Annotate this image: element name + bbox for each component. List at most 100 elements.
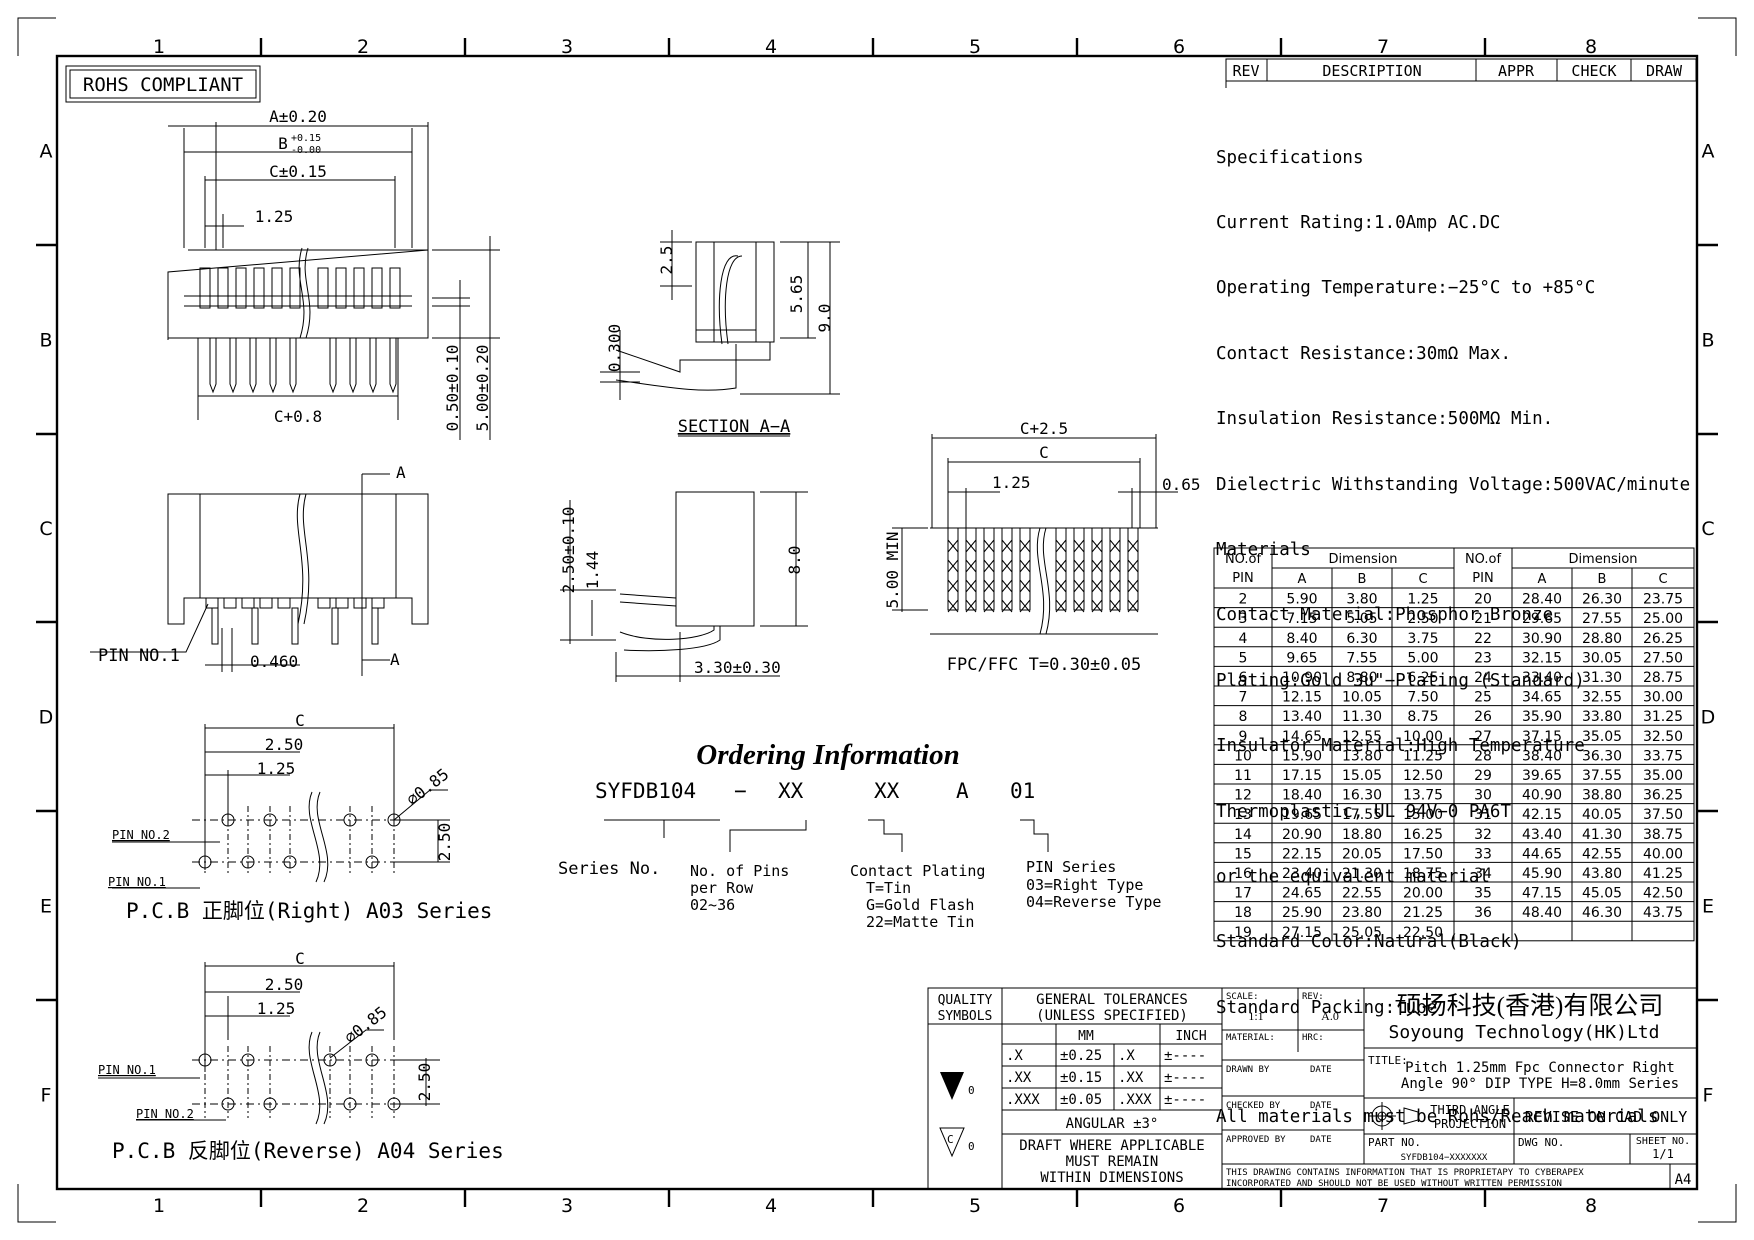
- zone-row-label: B: [39, 330, 52, 352]
- fpc-pad-cross: [1019, 559, 1031, 573]
- table-cell: 30: [1474, 788, 1492, 804]
- drawn-date: DATE: [1310, 1065, 1332, 1075]
- fpc-pad-cross: [983, 559, 995, 573]
- zone-col-label: 3: [561, 1195, 573, 1217]
- fpc-pad-cross: [1001, 559, 1013, 573]
- draw-header: DRAW: [1646, 62, 1683, 80]
- table-cell: 7.55: [1346, 650, 1377, 666]
- fpc-pad-cross: [947, 539, 959, 553]
- table-cell: 38.40: [1522, 748, 1562, 764]
- side-view: 2.50±0.10 1.44 8.0 3.30±0.30: [559, 491, 808, 682]
- break-line: [308, 1031, 329, 1125]
- table-cell: 17.15: [1282, 768, 1322, 784]
- table-cell: 16: [1234, 866, 1252, 882]
- pins-line-1: No. of Pins: [690, 862, 789, 880]
- front-pin: [211, 607, 219, 645]
- fpc-pad-cross: [1055, 579, 1067, 593]
- series-no: Series No.: [558, 859, 660, 879]
- solder-pin: [369, 338, 377, 394]
- table-cell: 42.15: [1522, 807, 1562, 823]
- plating-line-1: Contact Plating: [850, 862, 985, 880]
- zone-col-label: 8: [1585, 1195, 1597, 1217]
- sheet-label: SHEET NO.: [1636, 1136, 1690, 1147]
- table-cell: 45.90: [1522, 866, 1562, 882]
- fpc-pad-cross: [1127, 539, 1139, 553]
- rev-header: REV: [1232, 62, 1259, 80]
- pins-line-3: 02~36: [690, 896, 735, 914]
- spec-line: Standard Packing:Tube: [1216, 997, 1438, 1018]
- tolerance-cell: ±0.15: [1060, 1070, 1102, 1086]
- table-cell: 12: [1234, 788, 1252, 804]
- table-header-col: A: [1538, 572, 1547, 587]
- sec-25: 2.5: [657, 246, 676, 275]
- fpc-pad-cross: [1001, 579, 1013, 593]
- front-slot: [335, 597, 349, 609]
- drawn-by: DRAWN BY: [1226, 1065, 1270, 1075]
- approved-by: APPROVED BY: [1226, 1135, 1286, 1145]
- table-cell: 11: [1234, 768, 1252, 784]
- pcb-rev-pin1: PIN NO.1: [98, 1063, 156, 1077]
- dim-c-plus: C+0.8: [274, 407, 322, 426]
- material-label: MATERIAL:: [1226, 1033, 1275, 1043]
- table-cell: 25.05: [1342, 925, 1382, 941]
- table-cell: 43.80: [1582, 866, 1622, 882]
- zone-row-label: D: [1701, 707, 1716, 729]
- quality-2: SYMBOLS: [938, 1009, 993, 1024]
- pcb-hole: [365, 1053, 379, 1067]
- table-cell: 42.55: [1582, 846, 1622, 862]
- table-cell: 13.40: [1282, 709, 1322, 725]
- zone-row-label: A: [40, 141, 53, 163]
- front-pin: [251, 607, 259, 645]
- specifications-block: Specifications Current Rating:1.0Amp AC.…: [1216, 104, 1690, 1150]
- sym-0a: 0: [968, 1084, 975, 1097]
- fpc-pad-cross: [1091, 599, 1103, 613]
- tolerance-cell: .X: [1006, 1048, 1023, 1064]
- spec-line: Materials: [1216, 539, 1311, 560]
- code-pins: XX: [778, 779, 804, 803]
- pcb-rev-v250: 2.50: [415, 1063, 434, 1102]
- table-cell: 7: [1239, 690, 1248, 706]
- table-cell: 21: [1474, 611, 1492, 627]
- section-label: SECTION A−A: [678, 417, 791, 437]
- zone-col-label: 6: [1173, 1195, 1185, 1217]
- table-cell: 32.50: [1643, 729, 1683, 745]
- solder-pin: [209, 338, 217, 394]
- table-cell: 35.05: [1582, 729, 1622, 745]
- fpc-500: 5.00 MIN: [883, 531, 902, 608]
- table-cell: 29: [1474, 768, 1492, 784]
- table-cell: 31.30: [1582, 670, 1622, 686]
- sheet-value: 1/1: [1652, 1147, 1674, 1161]
- table-cell: 10.00: [1403, 729, 1443, 745]
- table-cell: 32: [1474, 827, 1492, 843]
- zone-col-label: 2: [357, 36, 369, 58]
- ordering-information: Ordering Information SYFDB104 − XX XX A …: [558, 739, 1161, 931]
- table-cell: 3.75: [1407, 631, 1438, 647]
- scale-value: 1:1: [1248, 1009, 1263, 1023]
- pcb-right-layout: C 2.50 1.25 ⌀0.85 2.50 PIN NO.2 PIN NO.1…: [108, 711, 492, 923]
- table-header-pin: NO.of: [1465, 552, 1502, 567]
- contact-tooth: [199, 267, 211, 309]
- zone-row-label: D: [39, 707, 54, 729]
- title-line-2: Angle 90° DIP TYPE H=8.0mm Series: [1401, 1076, 1679, 1092]
- fpc-pad-cross: [1001, 599, 1013, 613]
- pcb-hole: [323, 1053, 337, 1067]
- fpc-pad-cross: [1019, 539, 1031, 553]
- table-cell: 37.55: [1582, 768, 1622, 784]
- pcb-right-125: 1.25: [257, 759, 296, 778]
- dim-c: C±0.15: [269, 162, 327, 181]
- pins-line-2: per Row: [690, 879, 754, 897]
- table-cell: 40.05: [1582, 807, 1622, 823]
- spec-line: Insulation Resistance:500MΩ Min.: [1216, 409, 1554, 430]
- table-cell: 6.30: [1346, 631, 1377, 647]
- front-slot: [277, 597, 291, 609]
- contact-tooth: [289, 267, 301, 309]
- zone-col-label: 8: [1585, 36, 1597, 58]
- table-cell: 47.15: [1522, 886, 1562, 902]
- front-slot: [241, 597, 255, 609]
- table-cell: 32.15: [1522, 650, 1562, 666]
- table-cell: 35.90: [1522, 709, 1562, 725]
- table-cell: 38.80: [1582, 788, 1622, 804]
- gen-tol-2: (UNLESS SPECIFIED): [1036, 1008, 1188, 1024]
- table-header-pin: PIN: [1232, 571, 1253, 586]
